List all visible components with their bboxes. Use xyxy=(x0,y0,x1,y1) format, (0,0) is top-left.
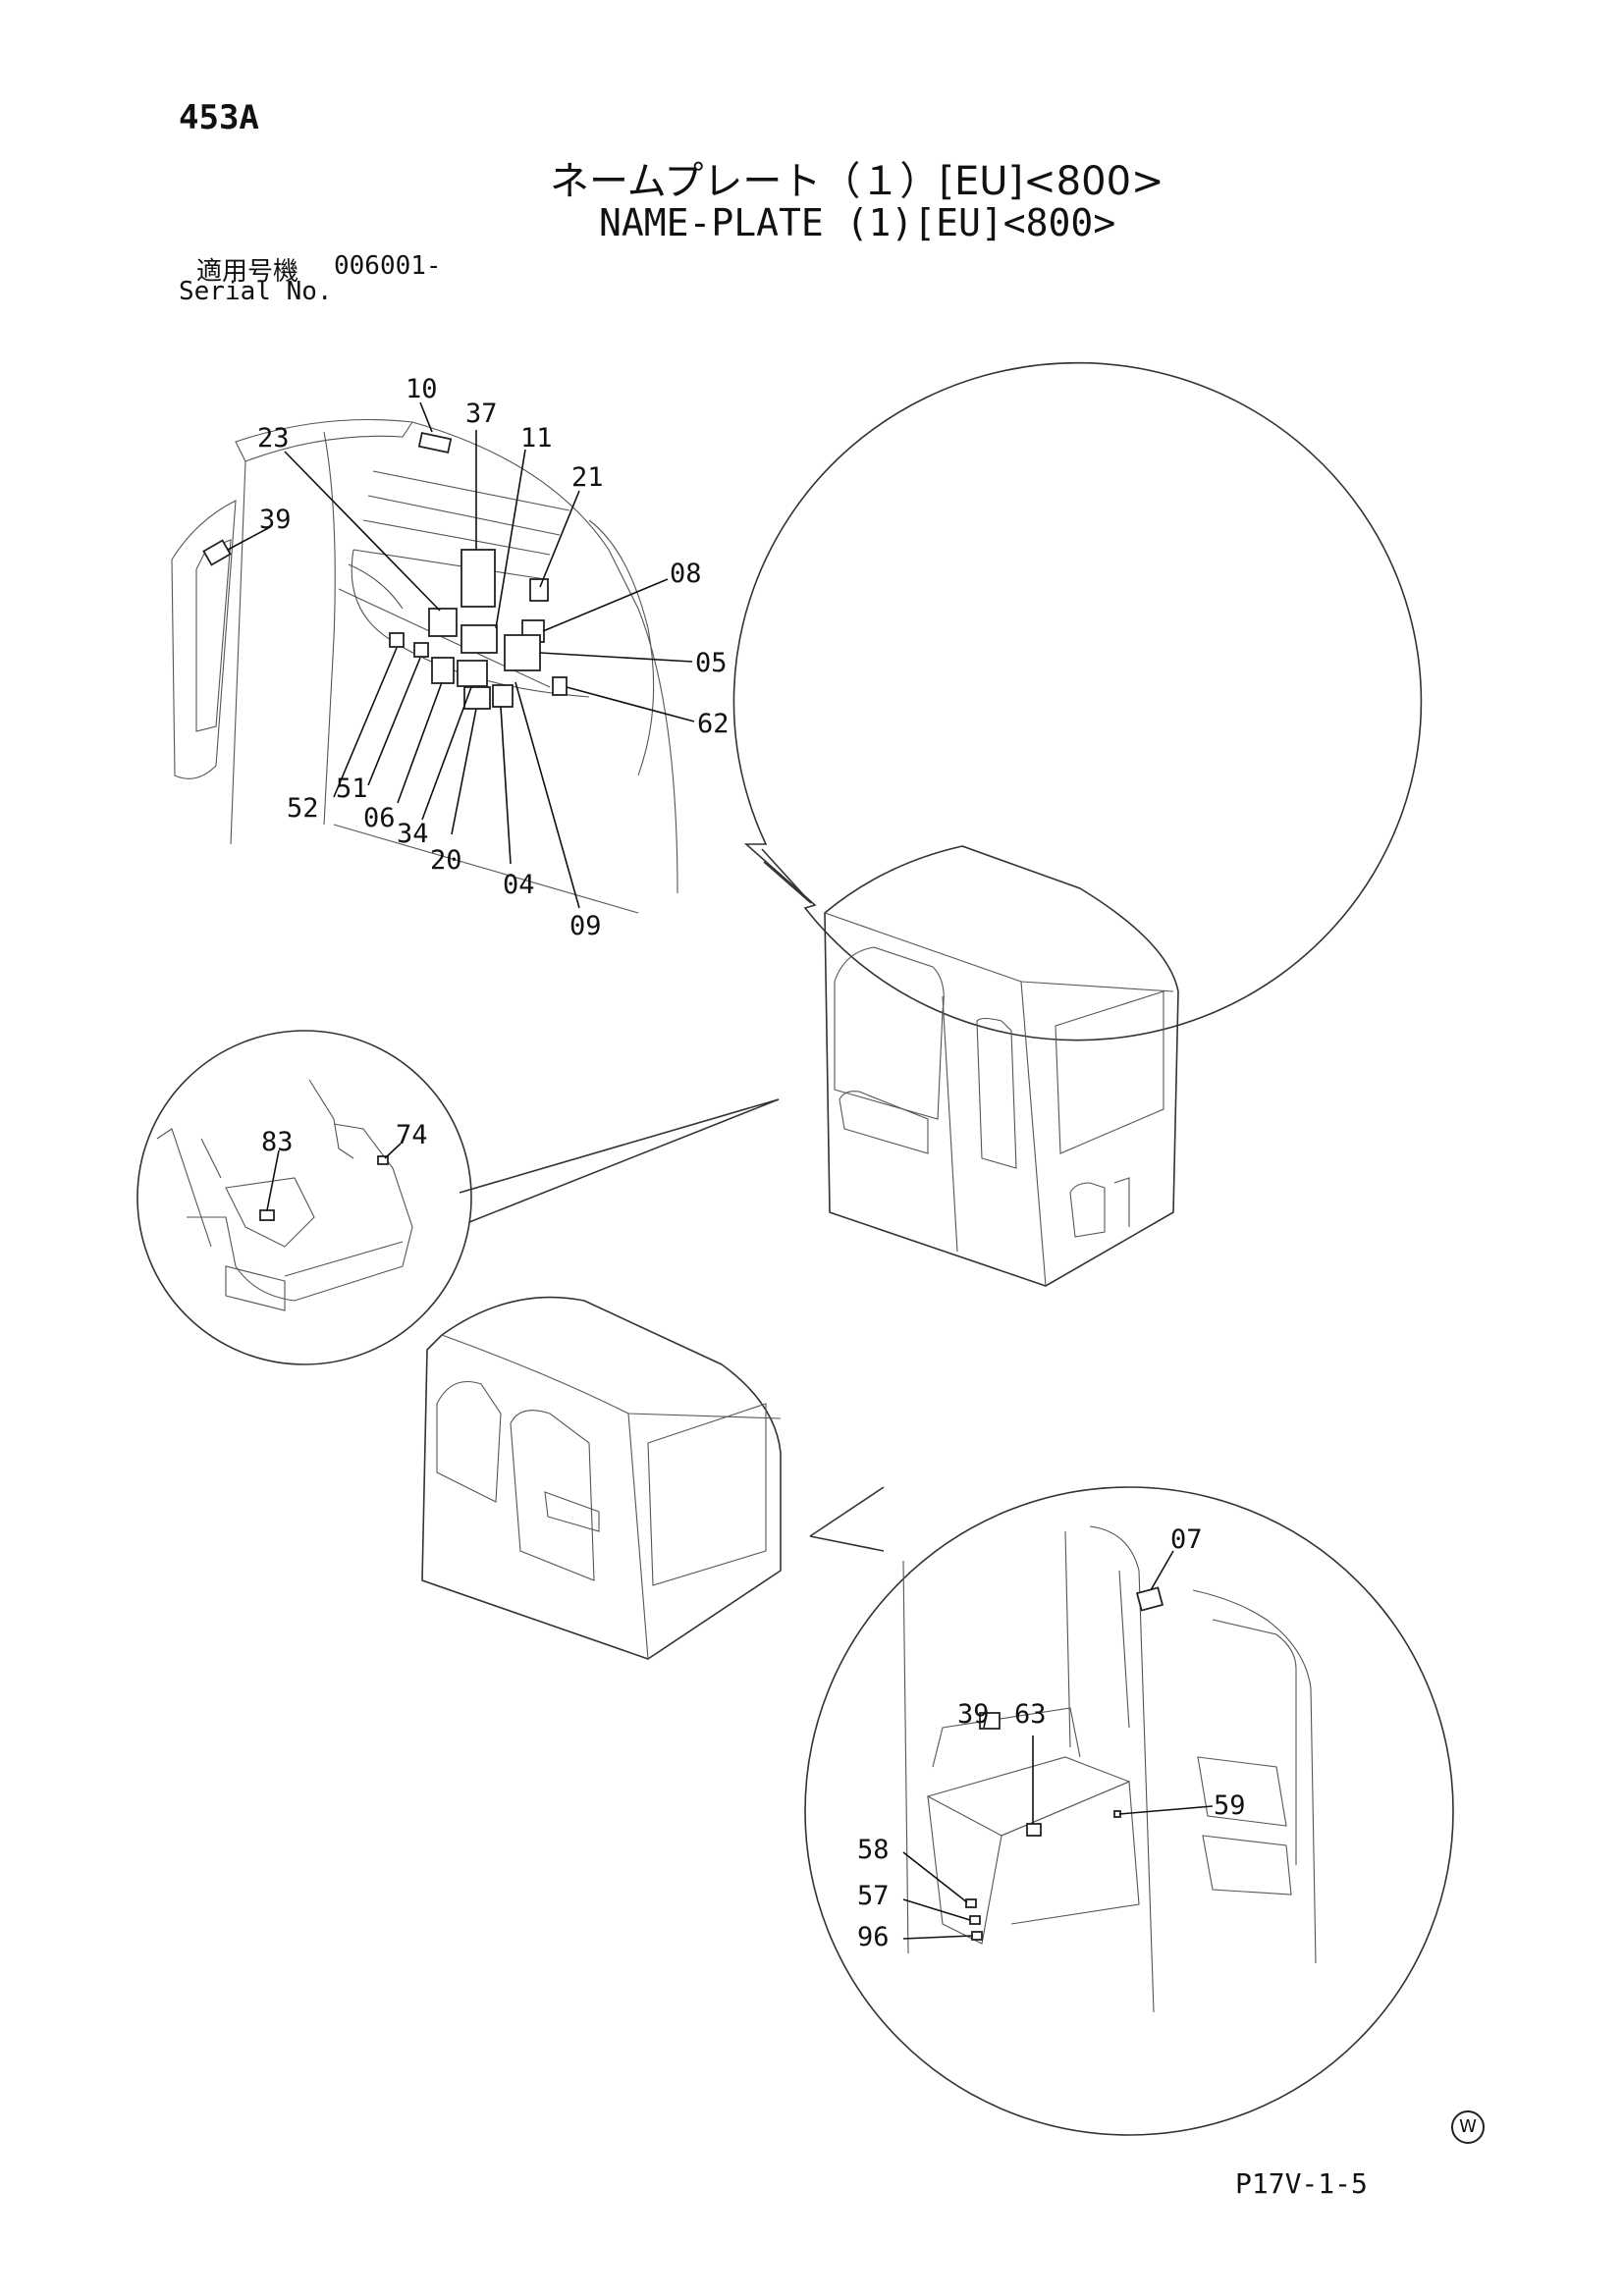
callout-39: 39 xyxy=(259,505,292,535)
callout-06: 06 xyxy=(363,803,396,833)
callout-11: 11 xyxy=(520,423,553,454)
callout-07: 07 xyxy=(1170,1524,1203,1555)
callout-20: 20 xyxy=(430,845,462,876)
title-english: NAME-PLATE (1)[EU]<800> xyxy=(599,201,1116,244)
callout-62: 62 xyxy=(697,709,730,739)
callout-09: 09 xyxy=(569,911,602,941)
serial-number-value: 006001- xyxy=(334,251,442,281)
callout-59: 59 xyxy=(1214,1790,1246,1821)
serial-label-english: Serial No. xyxy=(179,277,333,306)
callout-37: 37 xyxy=(465,399,498,429)
callout-83: 83 xyxy=(261,1127,294,1157)
callout-74: 74 xyxy=(396,1120,428,1150)
title-japanese: ネームプレート（１）[EU]<800> xyxy=(550,159,1164,204)
callout-04: 04 xyxy=(503,870,535,900)
bottom-detail-circle: 07 39 63 59 58 57 96 xyxy=(804,1486,1454,2136)
footer-code: P17V-1-5 xyxy=(1235,2167,1368,2200)
callout-57: 57 xyxy=(857,1881,890,1911)
callout-96: 96 xyxy=(857,1922,890,1952)
callout-23: 23 xyxy=(257,423,290,454)
callout-21: 21 xyxy=(571,462,604,493)
callout-52: 52 xyxy=(287,793,319,824)
callout-08: 08 xyxy=(670,559,702,589)
callout-51: 51 xyxy=(336,774,368,804)
callout-05: 05 xyxy=(695,648,728,678)
top-detail-circle: 10 37 11 23 21 39 08 05 62 52 51 06 34 2… xyxy=(171,361,1423,1041)
serial-label-japanese: 適用号機 xyxy=(196,257,299,287)
callout-10: 10 xyxy=(406,374,438,404)
callout-39b: 39 xyxy=(957,1699,990,1730)
watermark-w: W xyxy=(1451,2110,1485,2144)
callout-34: 34 xyxy=(397,819,429,849)
cab-left-view xyxy=(421,1296,885,1660)
callout-58: 58 xyxy=(857,1835,890,1865)
callout-63: 63 xyxy=(1014,1699,1047,1730)
seat-detail-circle: 83 74 xyxy=(136,1030,472,1365)
cab-right-view xyxy=(459,845,1179,1287)
page-code: 453A xyxy=(179,98,259,137)
